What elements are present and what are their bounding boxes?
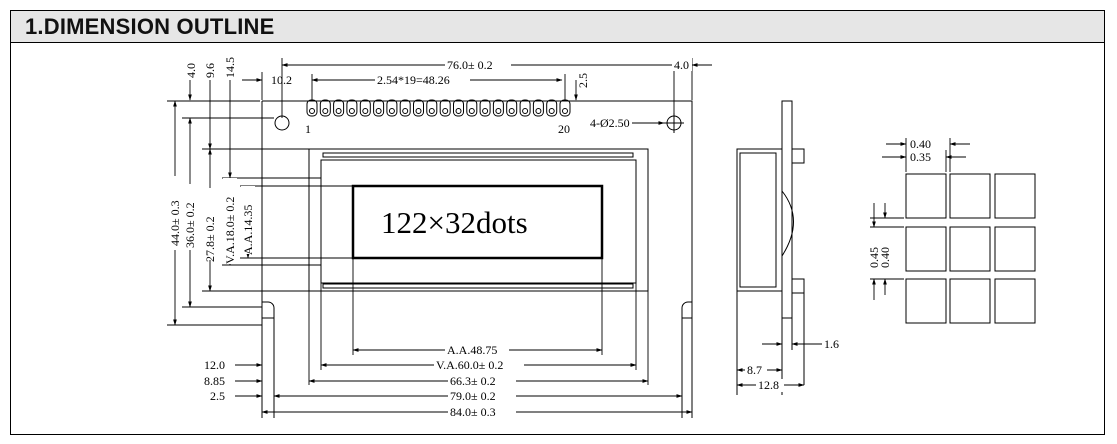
connector-pin (426, 99, 438, 117)
connector-pin-hole (402, 108, 409, 114)
connector-pin-hole (309, 108, 315, 114)
bezel-outer (308, 148, 649, 292)
dim-8-85: 8.85 (204, 374, 225, 388)
hole-label: 4-Ø2.50 (590, 116, 630, 130)
connector-pin-hole (495, 108, 502, 114)
connector-pin (319, 99, 331, 117)
dim-12-8: 12.8 (758, 378, 779, 392)
pixel-grid (905, 173, 1036, 324)
connector-pin-hole (388, 108, 395, 114)
connector-pin (413, 99, 424, 117)
connector-pin-hole (442, 108, 449, 114)
mounting-hole (274, 115, 290, 131)
connector-pin (546, 99, 558, 117)
dim-aa-14: A.A.14.35 (241, 205, 255, 255)
dim-va-60: V.A.60.0± 0.2 (436, 358, 503, 372)
connector-pin (519, 99, 531, 117)
connector-pin (492, 99, 504, 117)
dim-44: 44.0± 0.3 (168, 200, 182, 246)
pin-1-label: 1 (305, 122, 311, 136)
dim-79: 79.0± 0.2 (450, 389, 496, 403)
side-view-lcd (736, 148, 783, 292)
pin-20-label: 20 (558, 122, 570, 136)
pixel-pitch-0-35: 0.35 (910, 150, 931, 164)
dim-pin-pitch: 2.54*19=48.26 (377, 73, 450, 87)
pcb-outline (261, 100, 693, 418)
side-view-pcb (781, 100, 793, 319)
connector-pin-hole (508, 108, 515, 114)
dim-66-3: 66.3± 0.2 (450, 374, 496, 388)
dim-14-5: 14.5 (223, 57, 237, 78)
connector-pin-hole (548, 108, 555, 114)
dim-84: 84.0± 0.3 (450, 405, 496, 419)
connector-pin-hole (482, 108, 489, 114)
dim-36: 36.0± 0.2 (183, 202, 197, 248)
pixel-width-0-40: 0.40 (910, 137, 931, 151)
dim-2-5-bottom: 2.5 (210, 389, 225, 403)
connector-pin (386, 99, 398, 117)
connector-pin-hole (468, 108, 475, 114)
connector-pin (373, 99, 385, 117)
dim-12-0: 12.0 (204, 358, 225, 372)
connector-pin (479, 99, 491, 117)
connector-pin (453, 99, 464, 117)
connector-pin (532, 99, 544, 117)
connector-pin (506, 99, 518, 117)
pixel-pitch-0-45: 0.45 (867, 247, 881, 268)
dim-10-2: 10.2 (271, 73, 292, 87)
dim-9-6: 9.6 (203, 63, 217, 78)
connector-pin-hole (322, 108, 329, 114)
connector-pin (439, 99, 451, 117)
connector-pin-hole (428, 108, 435, 114)
connector-pin-hole (522, 108, 529, 114)
connector-pin (346, 99, 358, 117)
pin-row (306, 99, 571, 117)
dim-4-0-vert: 4.0 (184, 63, 198, 78)
dim-8-7: 8.7 (747, 363, 762, 377)
dim-1-6: 1.6 (824, 337, 839, 351)
connector-pin (466, 99, 478, 117)
active-area-window (351, 184, 604, 260)
connector-pin-hole (535, 108, 542, 114)
connector-pin-hole (415, 108, 422, 114)
connector-pin-hole (335, 108, 342, 114)
resolution-label: 122×32dots (381, 205, 528, 240)
connector-pin-hole (362, 108, 369, 114)
section-title: 1.DIMENSION OUTLINE (25, 14, 275, 39)
connector-pin-hole (348, 108, 355, 114)
connector-pin-hole (375, 108, 382, 114)
connector-pin (359, 99, 371, 117)
dim-2-5-top: 2.5 (576, 73, 590, 88)
header-bar: 1.DIMENSION OUTLINE (11, 11, 1104, 43)
pixel-height-0-40: 0.40 (878, 247, 892, 268)
connector-pin (333, 99, 345, 117)
connector-pin (399, 99, 411, 117)
dim-76: 76.0± 0.2 (447, 58, 493, 72)
pcb-bottom-notches (261, 302, 693, 319)
dim-va-18: V.A.18.0± 0.2 (223, 197, 237, 264)
dim-aa-48: A.A.48.75 (447, 343, 497, 357)
bezel-inner (320, 159, 637, 284)
connector-pin-hole (562, 108, 568, 114)
dim-27-8: 27.8± 0.2 (203, 216, 217, 262)
dim-4-right: 4.0 (674, 58, 689, 72)
connector-pin-hole (455, 108, 462, 114)
